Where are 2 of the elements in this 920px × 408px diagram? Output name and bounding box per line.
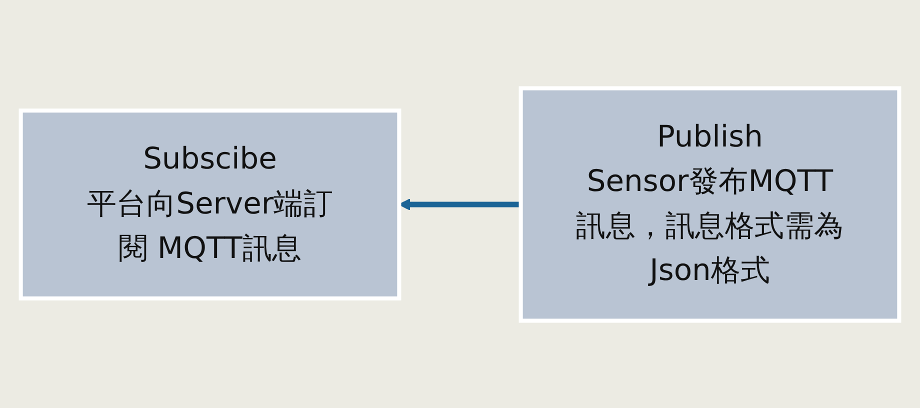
- node-box: Publish Sensor發布MQTT訊息，訊息格式需為Json格式: [518, 86, 902, 322]
- node-box: Subscibe 平台向Server端訂閱 MQTT訊息: [18, 108, 402, 300]
